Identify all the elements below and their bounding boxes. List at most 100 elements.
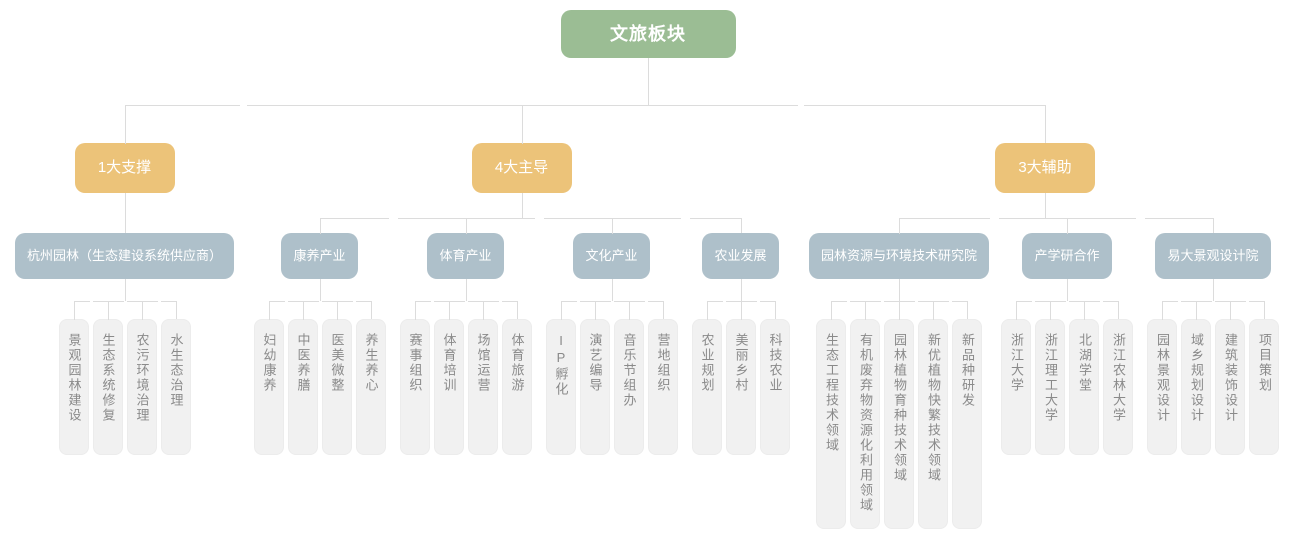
leaf-node: IP孵化	[545, 319, 576, 455]
group-agriculture-development-node: 农业发展	[702, 233, 779, 279]
group-hangzhou-garden-node: 杭州园林（生态建设系统供应商）	[15, 233, 235, 279]
leaf-node: 园林植物育种技术领域	[883, 319, 914, 529]
leaf-node: 北湖学堂	[1069, 319, 1099, 455]
leaf-node: 体育旅游	[501, 319, 532, 455]
leaf-item: 中医养膳	[287, 301, 319, 455]
leaf-item: 浙江农林大学	[1103, 301, 1133, 455]
leaf-node: 有机废弃物资源化利用领域	[849, 319, 880, 529]
cooperation-leaves: 浙江大学 浙江理工大学 北湖学堂 浙江农林大学	[999, 279, 1135, 455]
group-yida-landscape-design-institute-node: 易大景观设计院	[1155, 233, 1271, 279]
group-industry-academia-cooperation-node: 产学研合作	[1022, 233, 1112, 279]
leaf-node: 农污环境治理	[126, 319, 157, 455]
leaf-item: 生态系统修复	[92, 301, 124, 455]
leaf-node: 建筑装饰设计	[1215, 319, 1245, 455]
leaf-item: 医美微整	[321, 301, 353, 455]
branches-row: 1大支撑 杭州园林（生态建设系统供应商） 景观园林建设 生态系统修复 农污环境治…	[10, 58, 1286, 529]
leaf-item: 音乐节组办	[613, 301, 645, 455]
leaf-node: 赛事组织	[399, 319, 430, 455]
branch-support: 1大支撑 杭州园林（生态建设系统供应商） 景观园林建设 生态系统修复 农污环境治…	[10, 105, 241, 455]
culture-leaves: IP孵化 演艺编导 音乐节组办 营地组织	[544, 279, 680, 455]
leaf-item: 美丽乡村	[725, 301, 757, 455]
leaf-node: 生态系统修复	[92, 319, 123, 455]
leaf-item: IP孵化	[545, 301, 577, 455]
leaf-node: 新优植物快繁技术领域	[917, 319, 948, 529]
leaf-node: 演艺编导	[579, 319, 610, 455]
sports-leaves: 赛事组织 体育培训 场馆运营 体育旅游	[398, 279, 534, 455]
leaf-node: 体育培训	[433, 319, 464, 455]
branch-leading-groups: 康养产业 妇幼康养 中医养膳 医美微整 养生养心 体育产业 赛事组织	[247, 193, 797, 455]
leaf-node: 中医养膳	[287, 319, 318, 455]
group-garden-research-institute-node: 园林资源与环境技术研究院	[808, 233, 989, 279]
group-yida-landscape-design-institute: 易大景观设计院 园林景观设计 域乡规划设计 建筑装饰设计 项目策划	[1145, 218, 1281, 455]
leaf-item: 园林景观设计	[1147, 301, 1178, 455]
leaf-item: 农业规划	[691, 301, 723, 455]
leaf-item: 赛事组织	[399, 301, 431, 455]
wellness-leaves: 妇幼康养 中医养膳 医美微整 养生养心	[252, 279, 388, 455]
leaf-item: 浙江理工大学	[1035, 301, 1066, 455]
leaf-node: 浙江理工大学	[1035, 319, 1065, 455]
group-wellness-industry-node: 康养产业	[281, 233, 358, 279]
group-garden-research-institute: 园林资源与环境技术研究院 生态工程技术领域 有机废弃物资源化利用领域 园林植物育…	[808, 218, 991, 529]
leaf-node: 妇幼康养	[253, 319, 284, 455]
leaf-item: 北湖学堂	[1069, 301, 1100, 455]
leaf-node: 水生态治理	[160, 319, 191, 455]
leaf-node: 医美微整	[321, 319, 352, 455]
leaf-item: 妇幼康养	[253, 301, 285, 455]
leaf-node: 养生养心	[355, 319, 386, 455]
branch-leading: 4大主导 康养产业 妇幼康养 中医养膳 医美微整 养生养心	[246, 105, 798, 455]
leaf-item: 科技农业	[759, 301, 790, 455]
leaf-node: 场馆运营	[467, 319, 498, 455]
root-subtree: 文旅板块 1大支撑 杭州园林（生态建设系统供应商） 景观园林建设 生态系统修复 …	[10, 10, 1286, 529]
leaf-node: 新品种研发	[951, 319, 982, 529]
leaf-node: 园林景观设计	[1147, 319, 1177, 455]
leaf-item: 景观园林建设	[58, 301, 90, 455]
research-leaves: 生态工程技术领域 有机废弃物资源化利用领域 园林植物育种技术领域 新优植物快繁技…	[814, 279, 984, 529]
root-node: 文旅板块	[560, 10, 736, 58]
leaf-item: 水生态治理	[160, 301, 191, 455]
leaf-item: 有机废弃物资源化利用领域	[849, 301, 881, 529]
leaf-item: 养生养心	[355, 301, 386, 455]
group-hangzhou-garden: 杭州园林（生态建设系统供应商） 景观园林建设 生态系统修复 农污环境治理 水生态…	[15, 218, 235, 455]
group-culture-industry: 文化产业 IP孵化 演艺编导 音乐节组办 营地组织	[543, 218, 681, 455]
leaf-node: 生态工程技术领域	[815, 319, 846, 529]
leaf-item: 园林植物育种技术领域	[883, 301, 915, 529]
leaf-item: 体育培训	[433, 301, 465, 455]
branch-auxiliary: 3大辅助 园林资源与环境技术研究院 生态工程技术领域 有机废弃物资源化利用领域 …	[804, 105, 1286, 529]
group-sports-industry: 体育产业 赛事组织 体育培训 场馆运营 体育旅游	[397, 218, 535, 455]
leaf-item: 生态工程技术领域	[815, 301, 847, 529]
org-chart: 文旅板块 1大支撑 杭州园林（生态建设系统供应商） 景观园林建设 生态系统修复 …	[10, 10, 1286, 529]
branch-auxiliary-groups: 园林资源与环境技术研究院 生态工程技术领域 有机废弃物资源化利用领域 园林植物育…	[804, 193, 1286, 529]
leaf-node: 景观园林建设	[58, 319, 89, 455]
leaf-item: 农污环境治理	[126, 301, 158, 455]
branch-leading-node: 4大主导	[471, 143, 572, 193]
agriculture-leaves: 农业规划 美丽乡村 科技农业	[690, 279, 792, 455]
leaf-item: 演艺编导	[579, 301, 611, 455]
branch-auxiliary-node: 3大辅助	[994, 143, 1095, 193]
leaf-item: 场馆运营	[467, 301, 499, 455]
leaf-node: 农业规划	[691, 319, 722, 455]
branch-support-groups: 杭州园林（生态建设系统供应商） 景观园林建设 生态系统修复 农污环境治理 水生态…	[10, 193, 239, 455]
group-wellness-industry: 康养产业 妇幼康养 中医养膳 医美微整 养生养心	[252, 218, 389, 455]
leaf-node: 域乡规划设计	[1181, 319, 1211, 455]
leaf-node: 音乐节组办	[613, 319, 644, 455]
leaf-item: 域乡规划设计	[1181, 301, 1212, 455]
leaf-item: 浙江大学	[1001, 301, 1032, 455]
leaf-item: 项目策划	[1249, 301, 1279, 455]
leaf-node: 美丽乡村	[725, 319, 756, 455]
leaf-node: 浙江农林大学	[1103, 319, 1133, 455]
hangzhou-garden-leaves: 景观园林建设 生态系统修复 农污环境治理 水生态治理	[57, 279, 193, 455]
group-agriculture-development: 农业发展 农业规划 美丽乡村 科技农业	[689, 218, 792, 455]
leaf-item: 新优植物快繁技术领域	[917, 301, 949, 529]
leaf-node: 科技农业	[759, 319, 790, 455]
branch-support-node: 1大支撑	[74, 143, 175, 193]
group-culture-industry-node: 文化产业	[573, 233, 650, 279]
leaf-node: 浙江大学	[1001, 319, 1031, 455]
leaf-node: 项目策划	[1249, 319, 1279, 455]
group-industry-academia-cooperation: 产学研合作 浙江大学 浙江理工大学 北湖学堂 浙江农林大学	[999, 218, 1136, 455]
leaf-item: 营地组织	[647, 301, 678, 455]
leaf-item: 建筑装饰设计	[1215, 301, 1246, 455]
leaf-node: 营地组织	[647, 319, 678, 455]
group-sports-industry-node: 体育产业	[427, 233, 504, 279]
leaf-item: 体育旅游	[501, 301, 532, 455]
